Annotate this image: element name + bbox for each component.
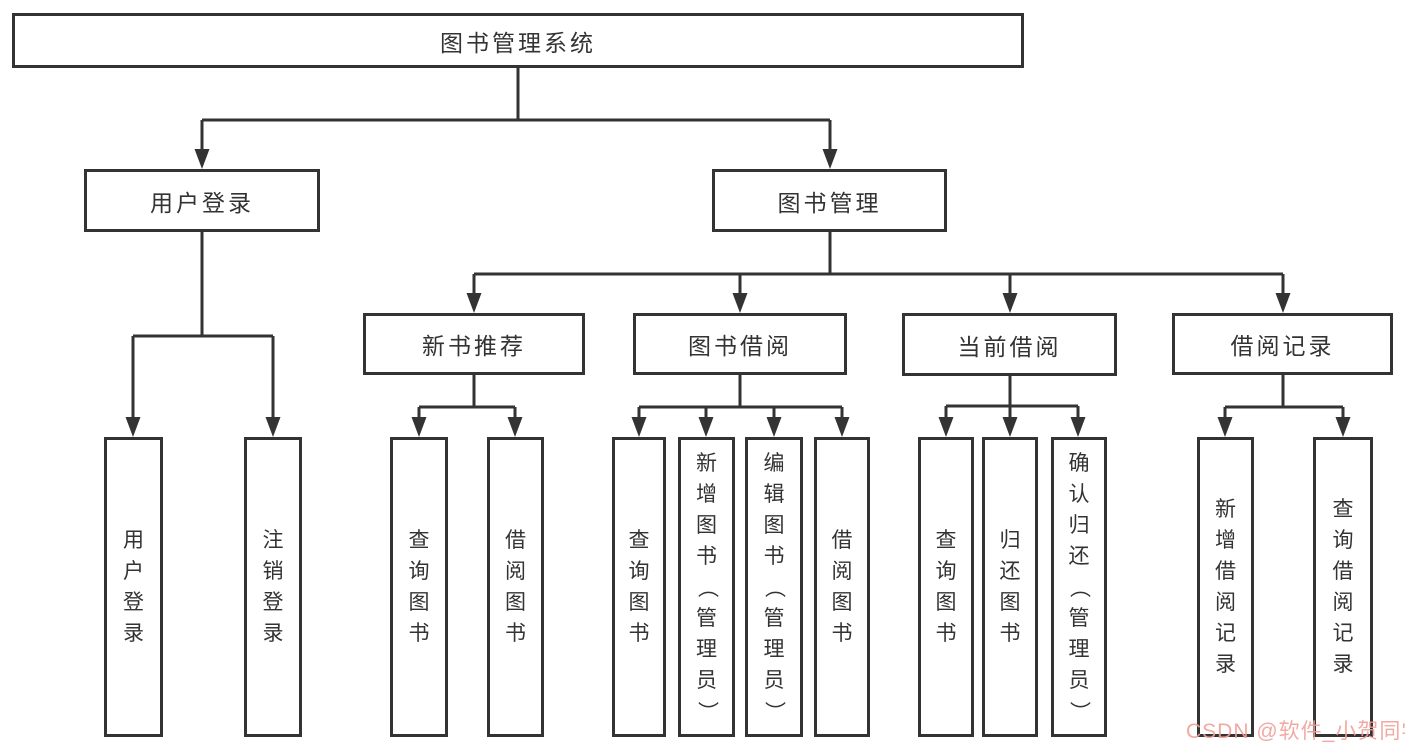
leaf-user-login: 用户登录 (104, 437, 163, 737)
leaf-borrow-books: 借阅图书 (814, 437, 870, 737)
leaf-query-books-borrow: 查询图书 (612, 437, 666, 737)
leaf-confirm-return-admin: 确认归还（管理员） (1051, 437, 1107, 737)
leaf-query-borrow-record: 查询借阅记录 (1313, 437, 1373, 737)
node-borrow-records: 借阅记录 (1172, 313, 1393, 375)
connector-userlogin-to-leaves (131, 232, 275, 419)
connector-newbook-to-leaves (417, 375, 517, 419)
leaf-query-books-current: 查询图书 (918, 437, 974, 737)
node-book-management: 图书管理 (712, 169, 947, 232)
leaf-add-books-admin: 新增图书（管理员） (678, 437, 735, 737)
node-new-book-recommend: 新书推荐 (363, 313, 585, 375)
connector-root-to-level2 (200, 68, 832, 151)
node-user-login: 用户登录 (84, 169, 320, 232)
leaf-logout: 注销登录 (244, 437, 302, 737)
node-book-borrow: 图书借阅 (633, 313, 847, 375)
leaf-edit-books-admin: 编辑图书（管理员） (745, 437, 803, 737)
node-current-borrow: 当前借阅 (902, 313, 1117, 376)
leaf-query-books-recommend: 查询图书 (390, 437, 448, 737)
connector-bookmgmt-to-level3 (472, 232, 1285, 295)
connector-records-to-leaves (1223, 375, 1345, 419)
node-root-library-system: 图书管理系统 (12, 13, 1024, 68)
csdn-watermark: CSDN @软件_小贺同学 (1186, 720, 1405, 743)
connector-bookborrow-to-leaves (637, 375, 844, 419)
leaf-return-books: 归还图书 (982, 437, 1038, 737)
leaf-add-borrow-record: 新增借阅记录 (1197, 437, 1254, 737)
leaf-borrow-books-recommend: 借阅图书 (487, 437, 544, 737)
arrowheads (125, 149, 1351, 437)
connector-currentborrow-to-leaves (944, 376, 1080, 419)
